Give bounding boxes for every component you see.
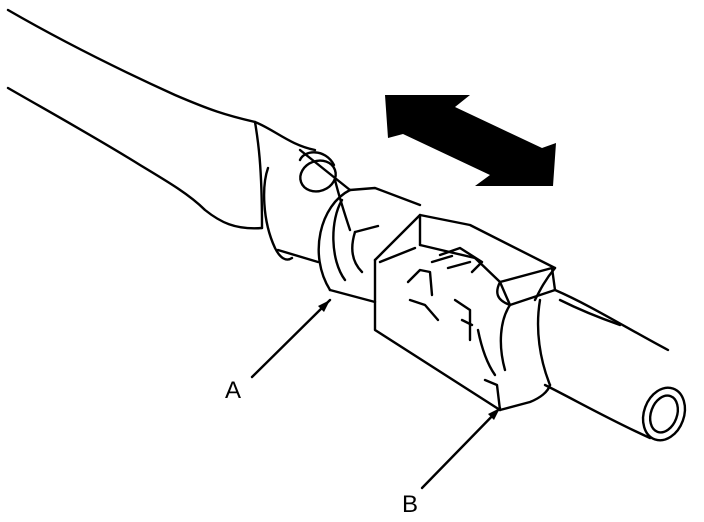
retainer-clip-b xyxy=(373,213,557,412)
hose-ferrule xyxy=(262,148,352,264)
collar-sleeve-a xyxy=(317,186,422,304)
leader-line-a xyxy=(250,298,332,379)
rigid-pipe xyxy=(543,288,687,442)
leader-arrowheads xyxy=(318,300,500,420)
callout-label-a: A xyxy=(225,377,242,404)
callout-label-b: B xyxy=(402,491,419,518)
flexible-hose xyxy=(6,8,317,230)
double-headed-arrow-icon xyxy=(385,95,556,186)
leader-line-b xyxy=(420,406,502,490)
